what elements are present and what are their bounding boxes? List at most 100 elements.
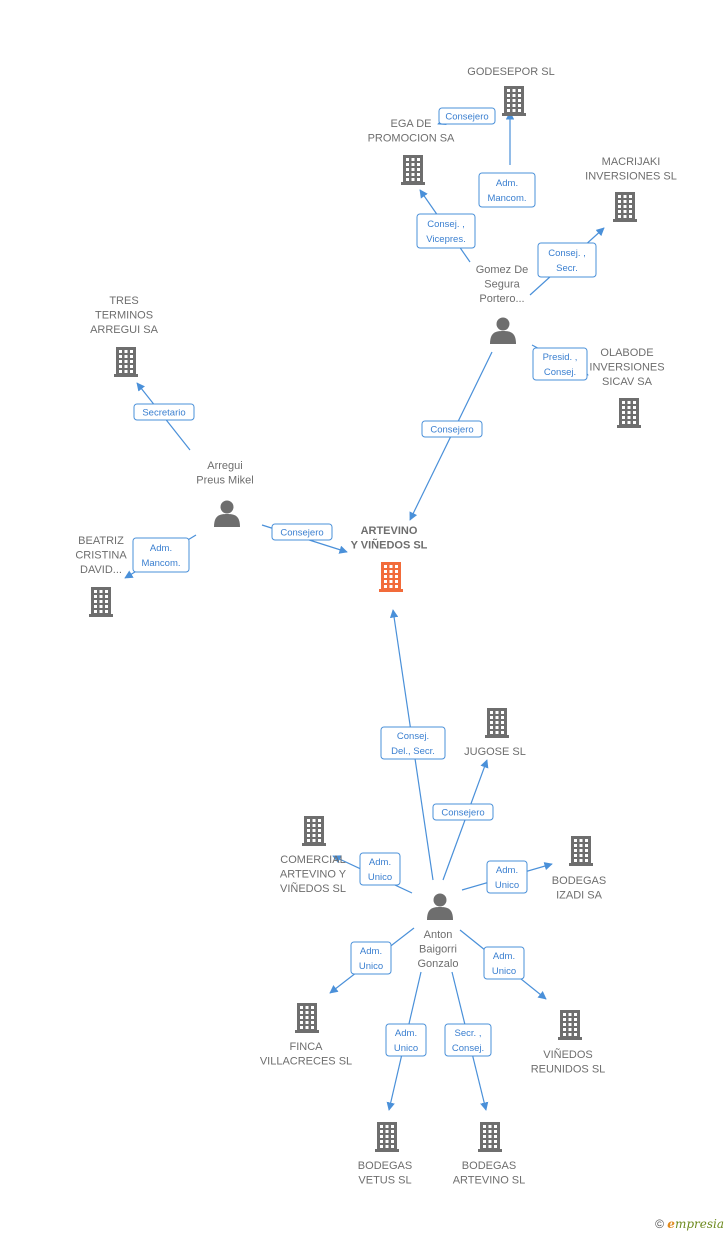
building-icon — [295, 1003, 319, 1033]
node-label: Preus Mikel — [196, 475, 253, 487]
node-label: ARREGUI SA — [90, 324, 159, 336]
building-icon — [617, 398, 641, 428]
brand-logo-initial: e — [667, 1217, 675, 1231]
relation-label-anton-izadi[interactable]: Adm. Unico — [486, 860, 528, 894]
node-label: BODEGAS — [358, 1160, 412, 1172]
node-label: Arregui — [207, 460, 242, 472]
node-label: TERMINOS — [95, 310, 153, 322]
building-icon — [302, 816, 326, 846]
relation-text: Adm. — [395, 1028, 417, 1039]
node-label: BEATRIZ — [78, 535, 124, 547]
relation-text: Consejero — [441, 808, 484, 819]
node-label: ARTEVINO Y — [280, 869, 347, 881]
relation-text: Adm. — [496, 865, 518, 876]
building-icon — [89, 587, 113, 617]
building-icon — [569, 836, 593, 866]
company-node-godesepor[interactable]: GODESEPOR SL — [467, 66, 555, 116]
relation-text: Secr. — [556, 263, 578, 274]
relation-text: Vicepres. — [426, 234, 465, 245]
node-label: INVERSIONES SL — [585, 171, 677, 183]
node-label: MACRIJAKI — [602, 156, 661, 168]
relation-label-anton-vinedos[interactable]: Adm.Unico — [483, 946, 525, 980]
node-label: PROMOCION SA — [368, 133, 455, 145]
relation-text: Unico — [495, 880, 519, 891]
node-label: VIÑEDOS SL — [280, 882, 346, 895]
person-icon — [490, 317, 516, 344]
relation-text: Unico — [492, 966, 516, 977]
node-label: DAVID... — [80, 564, 122, 576]
building-icon — [558, 1010, 582, 1040]
relation-text: Adm. — [369, 857, 391, 868]
relation-label-gomez-artevino[interactable]: Consejero — [421, 420, 483, 438]
building-icon — [502, 86, 526, 116]
node-label: GODESEPOR SL — [467, 66, 554, 78]
relation-label-anton-finca[interactable]: Adm.Unico — [350, 941, 392, 975]
relation-label-anton-artevino[interactable]: Consej. Del., Secr. — [380, 726, 446, 760]
relation-label-gomez-ega[interactable]: Consej. ,Vicepres. — [416, 213, 476, 249]
node-label: EGA DE — [391, 118, 432, 130]
relation-text: Consej. , — [548, 248, 586, 259]
company-node-tres[interactable]: TRES TERMINOS ARREGUI SA — [90, 295, 159, 377]
person-node-gomez[interactable]: Gomez De SeguraPortero... — [476, 264, 529, 344]
node-label: Portero... — [479, 293, 524, 305]
relation-text: Secr. , — [455, 1028, 482, 1039]
node-label: VILLACRECES SL — [260, 1056, 352, 1068]
node-label: Segura — [484, 279, 520, 291]
node-label: TRES — [109, 295, 138, 307]
node-label: VETUS SL — [358, 1175, 411, 1187]
building-icon — [613, 192, 637, 222]
relation-text: Adm. — [150, 543, 172, 554]
relation-text: Adm. — [360, 946, 382, 957]
relation-text: Mancom. — [141, 558, 180, 569]
company-node-vetus[interactable]: BODEGAS VETUS SL — [358, 1122, 412, 1187]
relation-label-anton-vetus[interactable]: Adm.Unico — [385, 1023, 427, 1057]
relation-text: Secretario — [142, 408, 185, 419]
relation-label-gomez-olabode[interactable]: Presid. ,Consej. — [532, 347, 588, 381]
relation-label-arregui-tres[interactable]: Secretario — [133, 403, 195, 421]
node-label: IZADI SA — [556, 890, 603, 902]
brand-logo-text: mpresia — [674, 1217, 724, 1231]
company-node-beatriz[interactable]: BEATRIZ CRISTINA DAVID... — [75, 535, 127, 617]
relation-label-gomez-godesepor[interactable]: Adm.Mancom. — [478, 172, 536, 208]
building-icon — [478, 1122, 502, 1152]
company-node-jugose[interactable]: JUGOSE SL — [464, 708, 526, 758]
relation-label-arregui-artevino[interactable]: Consejero — [271, 523, 333, 541]
node-label: SICAV SA — [602, 376, 653, 388]
relation-text: Del., Secr. — [391, 746, 435, 757]
node-label: Anton — [424, 929, 453, 941]
node-label: REUNIDOS SL — [531, 1064, 606, 1076]
node-label: OLABODE — [600, 347, 653, 359]
company-node-macrijaki[interactable]: MACRIJAKI INVERSIONES SL — [585, 156, 677, 222]
relation-label-gomez-ega-consejero[interactable]: Consejero — [438, 107, 496, 125]
relation-text: Consej. — [452, 1043, 484, 1054]
node-label: Gonzalo — [418, 958, 459, 970]
company-node-ega[interactable]: EGA DE PROMOCION SA — [368, 118, 455, 185]
node-label: CRISTINA — [75, 550, 127, 562]
building-icon — [114, 347, 138, 377]
relation-text: Unico — [368, 872, 392, 883]
relation-label-gomez-macrijaki[interactable]: Consej. , Secr. — [537, 242, 597, 278]
node-label: JUGOSE SL — [464, 746, 526, 758]
node-label: BODEGAS — [552, 875, 606, 887]
node-label: Baigorri — [419, 944, 457, 956]
relation-text: Consej. — [397, 731, 429, 742]
node-label: Gomez De — [476, 264, 529, 276]
relation-label-anton-comercial[interactable]: Adm. Unico — [359, 852, 401, 886]
relation-label-anton-jugose[interactable]: Consejero — [432, 803, 494, 821]
relation-label-arregui-beatriz[interactable]: Adm. Mancom. — [132, 537, 190, 573]
relation-label-anton-bartevino[interactable]: Secr. , Consej. — [444, 1023, 492, 1057]
building-icon — [379, 562, 403, 592]
company-node-izadi[interactable]: BODEGAS IZADI SA — [552, 836, 606, 902]
building-icon — [401, 155, 425, 185]
node-label: BODEGAS — [462, 1160, 516, 1172]
relation-text: Presid. , — [543, 352, 578, 363]
